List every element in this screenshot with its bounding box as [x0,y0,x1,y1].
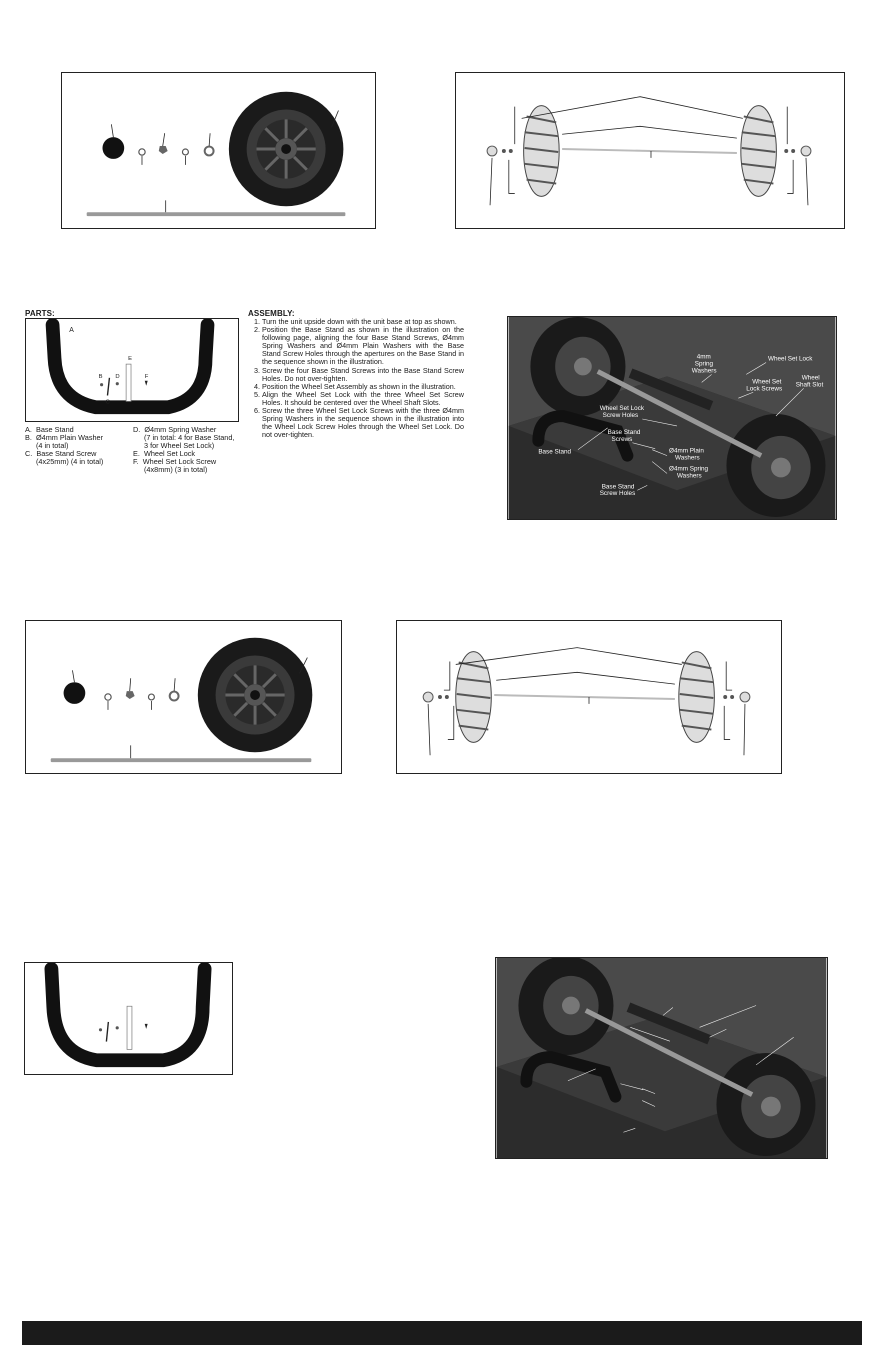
svg-text:Screws: Screws [612,436,633,443]
svg-text:C: C [106,399,111,405]
wheel-kit-exploded-figure-2 [396,620,782,774]
svg-text:Wheel Set Lock: Wheel Set Lock [768,356,813,363]
svg-text:Screw Holes: Screw Holes [603,412,639,419]
svg-text:B: B [99,374,103,380]
svg-text:Wheel Set: Wheel Set [752,378,781,385]
rear-wheel-graphic [530,317,626,417]
flat-washer-part [203,145,215,157]
assembly-step-2: Position the Base Stand as shown in the … [262,325,464,366]
parts-list: A. Base Stand B. Ø4mm Plain Washer (4 in… [25,425,245,478]
svg-text:Ø4mm Spring: Ø4mm Spring [669,465,709,472]
svg-text:F: F [145,374,149,380]
wheel-kit-parts-figure-2 [25,620,342,774]
base-stand-illustration-2 [44,963,212,1068]
svg-text:Spring: Spring [695,361,714,368]
assembly-step-3: Screw the four Base Stand Screws into th… [262,366,464,383]
parts-list-item-a: A. Base Stand [25,425,74,434]
front-wheel-graphic [726,414,826,518]
parts-heading: PARTS: [25,309,55,318]
spring-washer-part [181,148,189,156]
washer-part [138,148,146,156]
svg-text:Base Stand: Base Stand [602,483,635,490]
parts-list-item-f: F. Wheel Set Lock Screw [133,457,217,466]
svg-text:Washers: Washers [692,367,717,374]
svg-text:Wheel: Wheel [802,374,820,381]
axle-line [562,148,737,154]
footer-bar [22,1321,862,1345]
svg-text:Base Stand: Base Stand [608,429,641,436]
parts-list-item-d-detail: (7 in total: 4 for Base Stand, [144,433,235,442]
base-stand-parts-figure: A B C D E F [25,318,239,422]
parts-list-item-d: D. Ø4mm Spring Washer [133,425,217,434]
wheel-cap-part [102,137,125,159]
svg-text:Screw Holes: Screw Holes [600,490,636,497]
parts-list-item-d-detail-2: 3 for Wheel Set Lock) [144,441,215,450]
svg-text:Base Stand: Base Stand [538,449,571,456]
assembly-instructions: Turn the unit upside down with the unit … [248,317,464,439]
base-stand-parts-figure-2 [24,962,233,1075]
assembly-step-4: Position the Wheel Set Assembly as shown… [262,382,464,391]
svg-text:Washers: Washers [675,455,700,462]
assembly-step-1: Turn the unit upside down with the unit … [262,317,464,326]
svg-text:Wheel Set Lock: Wheel Set Lock [600,405,645,412]
assembly-photo-unlabeled [495,957,828,1159]
right-wheel-tread [740,105,777,197]
assembly-step-5: Align the Wheel Set Lock with the three … [262,390,464,407]
nut-part [158,146,168,154]
svg-text:4mm: 4mm [697,354,711,361]
svg-text:E: E [128,356,132,362]
parts-list-item-f-detail: (4x8mm) (3 in total) [144,465,208,474]
svg-text:Shaft Slot: Shaft Slot [796,381,824,388]
wheel-kit-parts-illustration [86,91,346,217]
wheel-exploded-illustration-2 [422,647,751,756]
axle-part [86,212,346,217]
wheel-part [228,91,344,207]
assembly-photo-labeled: 4mm Spring Washers Wheel Set Lock Wheel … [507,316,837,520]
wheel-kit-parts-figure-1 [61,72,376,229]
wheel-kit-exploded-figure-1 [455,72,845,229]
left-wheel-tread [523,105,560,197]
parts-list-item-b-detail: (4 in total) [36,441,69,450]
svg-text:A: A [69,327,74,334]
assembly-photo-illustration: 4mm Spring Washers Wheel Set Lock Wheel … [508,317,836,519]
wheel-kit-parts-illustration-2 [50,637,313,763]
parts-list-item-c: C. Base Stand Screw [25,449,97,458]
svg-text:Washers: Washers [677,472,702,479]
parts-list-item-e: E. Wheel Set Lock [133,449,196,458]
svg-text:Ø4mm Plain: Ø4mm Plain [669,448,704,455]
svg-text:D: D [115,374,119,380]
wheel-exploded-illustration [486,96,812,206]
parts-list-item-b: B. Ø4mm Plain Washer [25,433,104,442]
assembly-step-6: Screw the three Wheel Set Lock Screws wi… [262,406,464,439]
assembly-photo-illustration-2 [496,958,827,1158]
svg-text:Lock Screws: Lock Screws [746,385,782,392]
base-stand-illustration: A B C D E F [45,319,215,415]
assembly-heading: ASSEMBLY: [248,309,295,318]
parts-list-item-c-detail: (4x25mm) (4 in total) [36,457,104,466]
